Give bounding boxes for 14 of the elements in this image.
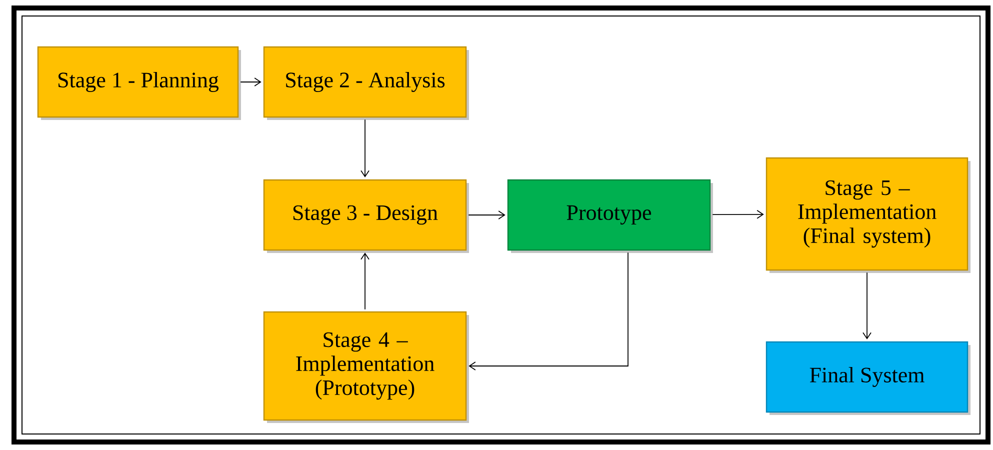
process-box: Stage 1 - Planning bbox=[37, 46, 241, 120]
arrow bbox=[360, 119, 370, 178]
process-box: Stage 4 – Implementation (Prototype) bbox=[263, 311, 469, 423]
prototype-box: Prototype bbox=[507, 179, 713, 253]
process-box: Stage 3 - Design bbox=[263, 179, 469, 253]
process-box: Stage 2 - Analysis bbox=[263, 46, 469, 120]
process-box: Stage 5 – Implementation (Final system) bbox=[766, 157, 970, 273]
arrow bbox=[468, 210, 506, 220]
arrow bbox=[360, 252, 370, 310]
arrow bbox=[862, 272, 872, 340]
result-box: Final System bbox=[766, 341, 970, 415]
arrow bbox=[712, 210, 764, 219]
arrow bbox=[468, 252, 628, 370]
arrow bbox=[240, 78, 262, 86]
